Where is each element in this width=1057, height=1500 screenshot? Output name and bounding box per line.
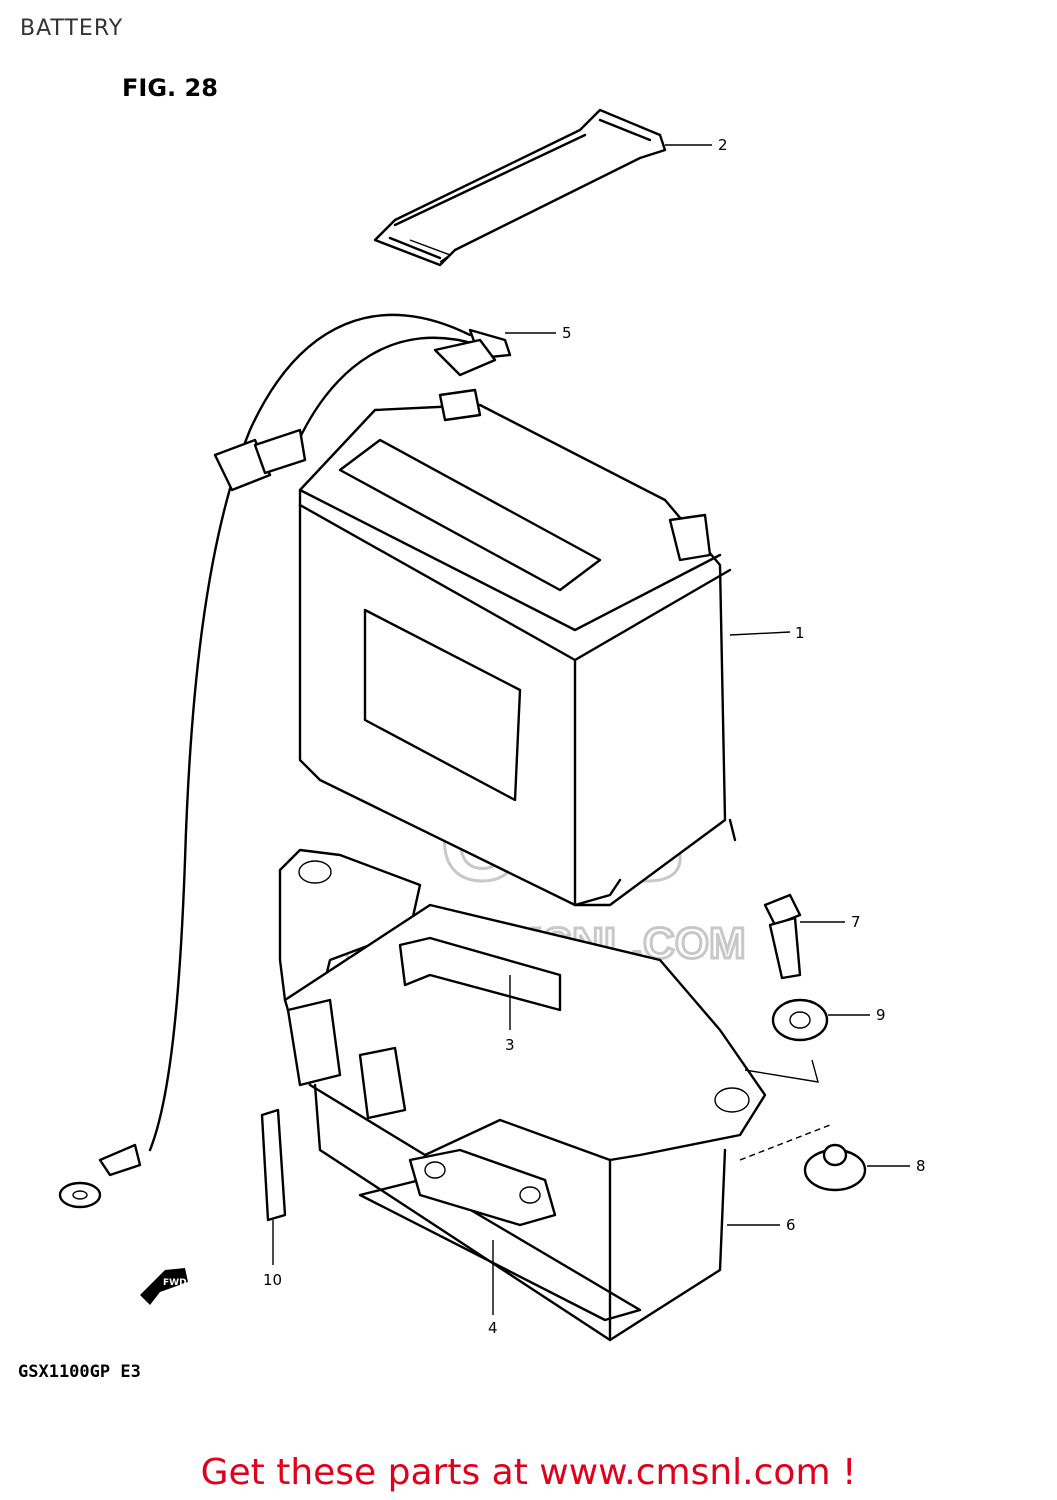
battery — [298, 388, 737, 907]
callout-7: 7 — [851, 913, 861, 931]
callouts: 1 2 3 4 5 6 7 8 9 10 — [263, 136, 926, 1337]
callout-8: 8 — [916, 1157, 926, 1175]
callout-9: 9 — [876, 1006, 886, 1024]
footer-link[interactable]: Get these parts at www.cmsnl.com ! — [200, 1452, 857, 1493]
callout-10: 10 — [263, 1271, 282, 1289]
callout-5: 5 — [562, 324, 572, 342]
figure-label: FIG. 28 — [122, 74, 218, 102]
rubber-strip — [260, 1108, 287, 1222]
tray-pad — [398, 936, 562, 1012]
callout-6: 6 — [786, 1216, 796, 1234]
callout-3: 3 — [505, 1036, 515, 1054]
battery-cable — [58, 313, 512, 1209]
parts-diagram: CMS WWW.CMSNL.COM — [58, 108, 926, 1342]
nut — [803, 1143, 867, 1192]
callout-2: 2 — [718, 136, 728, 154]
fwd-label: FWD — [163, 1278, 187, 1288]
callout-1: 1 — [795, 624, 805, 642]
battery-strap — [373, 108, 667, 267]
callout-4: 4 — [488, 1319, 498, 1337]
model-code: GSX1100GP E3 — [18, 1362, 141, 1382]
page-title: BATTERY — [20, 16, 124, 41]
bolt — [763, 893, 802, 980]
fwd-arrow-icon: FWD — [140, 1268, 188, 1305]
cushion — [771, 998, 829, 1042]
